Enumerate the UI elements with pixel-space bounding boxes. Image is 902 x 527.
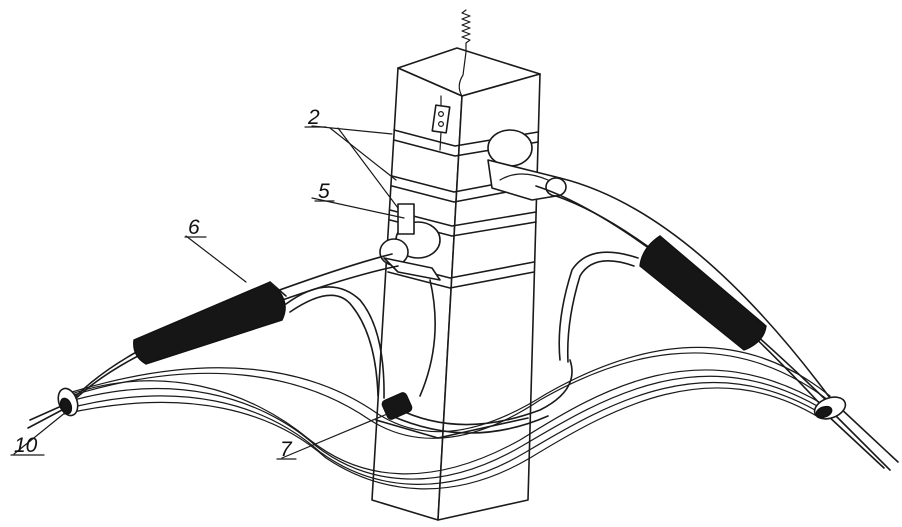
pole: [371, 47, 541, 521]
terminal-box: [431, 95, 451, 151]
label-2: 2: [307, 106, 320, 129]
labels: 2 5 6 7 10: [10, 106, 335, 461]
label-6: 6: [188, 216, 200, 239]
spring-antenna: [461, 9, 471, 53]
right-splice-closure: [639, 235, 767, 351]
left-bracket: [379, 203, 441, 281]
label-7: 7: [280, 438, 293, 461]
right-bracket: [487, 129, 567, 201]
label-10: 10: [14, 434, 38, 457]
cable-rings: [57, 387, 847, 420]
label-5: 5: [318, 180, 330, 203]
left-splice-closure: [133, 281, 287, 365]
cable-bundle: [59, 251, 831, 490]
